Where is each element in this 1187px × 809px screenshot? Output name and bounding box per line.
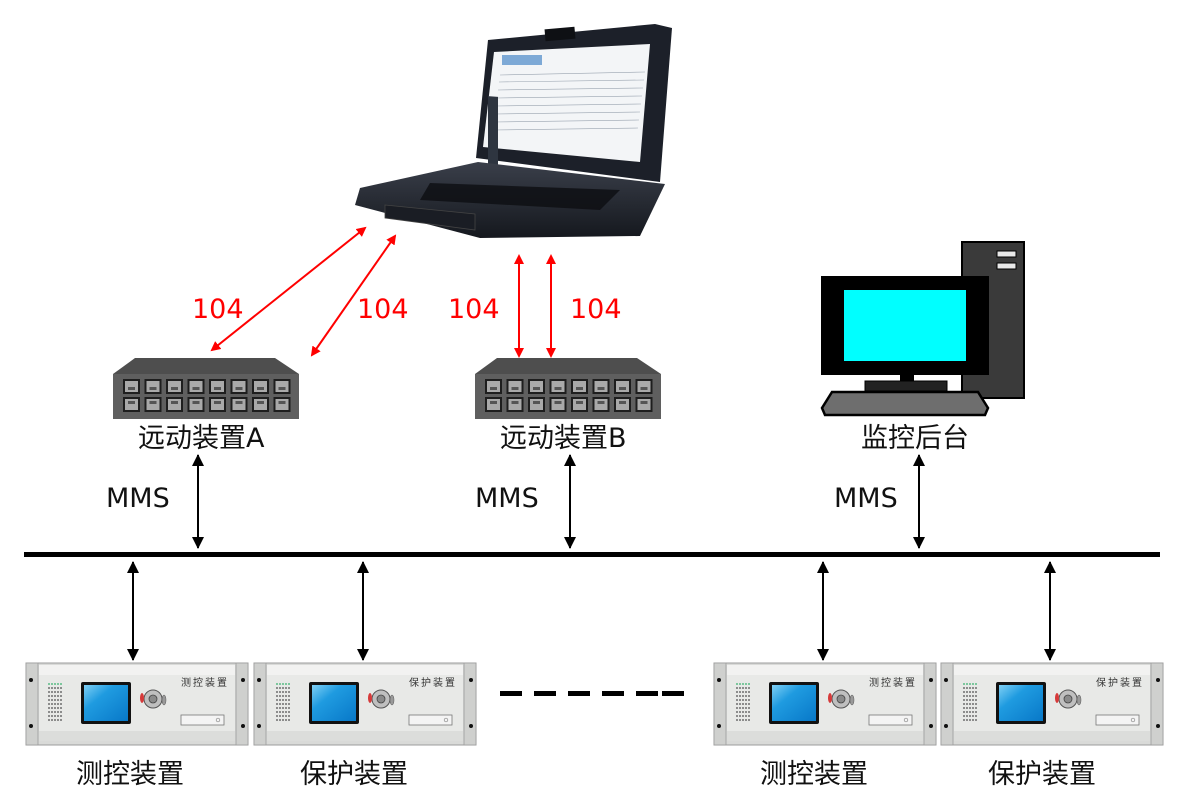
ethernet-port-icon — [273, 379, 291, 394]
ethernet-port-icon — [230, 397, 248, 412]
ethernet-port-icon — [485, 397, 502, 412]
bay-device-label: 保护装置 — [988, 759, 1096, 790]
protocol-104-links: 104 104 104 104 — [192, 226, 622, 358]
ethernet-port-icon — [209, 379, 226, 394]
ethernet-port-icon — [635, 379, 653, 394]
bay-device-label: 保护装置 — [300, 759, 408, 790]
ethernet-port-icon — [614, 379, 631, 394]
ethernet-port-icon — [485, 379, 502, 394]
bay-device-icon: 保护装置 — [253, 662, 477, 746]
device-screen — [312, 685, 356, 721]
ethernet-port-icon — [187, 397, 205, 412]
mms-links: MMS MMS MMS — [106, 454, 925, 549]
switch-front — [113, 374, 299, 419]
link-104-a2 — [310, 234, 397, 357]
ethernet-port-icon — [123, 397, 140, 412]
ethernet-port-icon — [635, 397, 653, 412]
telecontrol-a-switch-icon — [113, 358, 299, 419]
bay-device-icon: 保护装置 — [940, 662, 1164, 746]
mms-label: MMS — [834, 483, 898, 514]
bay-device-label: 测控装置 — [76, 759, 184, 790]
switch-top — [475, 358, 661, 374]
desktop-computer-icon — [820, 241, 1025, 417]
ethernet-port-icon — [528, 379, 545, 394]
bay-device-label: 测控装置 — [760, 759, 868, 790]
bay-device-icon: 测控装置 — [25, 662, 249, 746]
bay-device-links — [127, 561, 1056, 661]
ethernet-port-icon — [571, 397, 588, 412]
ethernet-port-icon — [592, 397, 610, 412]
ethernet-port-icon — [187, 379, 205, 394]
device-panel-label: 测控装置 — [869, 676, 917, 689]
keypad-icon — [368, 689, 395, 709]
bay-device-icon: 测控装置 — [713, 662, 937, 746]
link-104-label: 104 — [570, 294, 622, 325]
ethernet-port-icon — [549, 397, 567, 412]
ethernet-port-icon — [209, 397, 226, 412]
keypad-icon — [1055, 689, 1082, 709]
telecontrol-a-label: 远动装置A — [138, 423, 265, 454]
link-104-label: 104 — [357, 294, 409, 325]
switch-top — [113, 358, 299, 374]
telecontrol-b-label: 远动装置B — [500, 423, 627, 454]
ethernet-port-icon — [506, 397, 524, 412]
device-screen — [999, 685, 1043, 721]
device-screen — [772, 685, 816, 721]
device-screen — [84, 685, 128, 721]
ethernet-port-icon — [166, 397, 183, 412]
station-bus-line — [24, 552, 1160, 557]
ethernet-port-icon — [144, 397, 162, 412]
ethernet-port-icon — [252, 397, 269, 412]
switch-front — [475, 374, 661, 419]
device-panel-label: 测控装置 — [181, 676, 229, 689]
more-devices-ellipsis — [500, 691, 684, 696]
ethernet-port-icon — [549, 379, 567, 394]
telecontrol-b-switch-icon — [475, 358, 661, 419]
ethernet-port-icon — [592, 379, 610, 394]
link-104-label: 104 — [448, 294, 500, 325]
ethernet-port-icon — [528, 397, 545, 412]
laptop-icon — [355, 24, 672, 238]
ethernet-port-icon — [571, 379, 588, 394]
ethernet-port-icon — [614, 397, 631, 412]
ethernet-port-icon — [506, 379, 524, 394]
ethernet-port-icon — [166, 379, 183, 394]
keypad-icon — [828, 689, 855, 709]
mms-label: MMS — [475, 483, 539, 514]
keypad-icon — [140, 689, 167, 709]
monitor-backend-label: 监控后台 — [861, 423, 969, 454]
ethernet-port-icon — [144, 379, 162, 394]
ethernet-port-icon — [230, 379, 248, 394]
ethernet-port-icon — [252, 379, 269, 394]
ethernet-port-icon — [273, 397, 291, 412]
device-panel-label: 保护装置 — [1096, 676, 1144, 689]
device-panel-label: 保护装置 — [409, 676, 457, 689]
ethernet-port-icon — [123, 379, 140, 394]
mms-label: MMS — [106, 483, 170, 514]
link-104-a1 — [210, 226, 367, 352]
link-104-label: 104 — [192, 294, 244, 325]
